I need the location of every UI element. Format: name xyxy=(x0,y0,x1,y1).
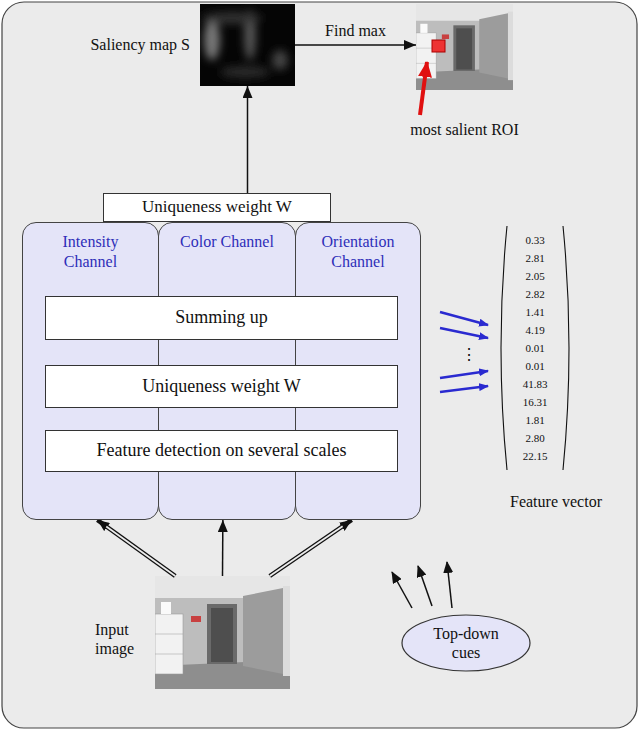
connector-arrow xyxy=(247,86,248,193)
input-image: Input image xyxy=(155,576,290,689)
channel-title: Orientation Channel xyxy=(309,232,407,272)
saliency-image xyxy=(200,4,295,86)
saliency-map: Saliency map S xyxy=(200,4,295,86)
node-label: Feature detection on several scales xyxy=(97,440,347,462)
edge-label: Find max xyxy=(323,21,388,40)
feature-arrows xyxy=(440,312,488,392)
connector-arrow xyxy=(222,520,223,576)
vector-value: 4.19 xyxy=(497,321,573,339)
vector-value: 2.81 xyxy=(497,249,573,267)
channel-title: Color Channel xyxy=(178,232,276,252)
vector-value: 0.33 xyxy=(497,231,573,249)
feature-vector: 0.332.812.052.821.414.190.010.0141.8316.… xyxy=(497,224,573,472)
vector-value: 16.31 xyxy=(497,393,573,411)
node-label: Uniqueness weight W xyxy=(142,376,301,398)
roi-image xyxy=(416,4,513,90)
image-label: Input image xyxy=(95,620,147,658)
process-box: Feature detection on several scales xyxy=(45,430,398,472)
ellipse-outline xyxy=(401,614,531,672)
weight-box: Uniqueness weight W xyxy=(103,193,331,222)
process-box: Uniqueness weight W xyxy=(45,365,398,408)
image-label: Saliency map S xyxy=(48,35,190,54)
vector-label: Feature vector xyxy=(500,492,612,511)
connector-arrow xyxy=(295,45,416,46)
roi-pointer xyxy=(420,62,427,115)
vector-value: 0.01 xyxy=(497,357,573,375)
vector-value: 2.80 xyxy=(497,429,573,447)
vector-value: 2.82 xyxy=(497,285,573,303)
connector-arrow xyxy=(97,520,175,576)
cue-ellipse: Top-down cues xyxy=(401,614,531,672)
vector-value: 22.15 xyxy=(497,447,573,465)
vector-column: 0.332.812.052.821.414.190.010.0141.8316.… xyxy=(497,231,573,465)
node-label: Uniqueness weight W xyxy=(142,197,292,217)
input-photo xyxy=(155,576,290,689)
cue-arrows xyxy=(392,562,452,608)
process-box: Summing up xyxy=(45,296,398,340)
vector-value: 41.83 xyxy=(497,375,573,393)
vector-value: 1.81 xyxy=(497,411,573,429)
vector-value: 1.41 xyxy=(497,303,573,321)
vector-value: 0.01 xyxy=(497,339,573,357)
salient-roi-image: most salient ROI xyxy=(416,4,513,90)
node-label: Summing up xyxy=(175,307,268,329)
connector-arrow xyxy=(270,520,352,576)
node-label: Top-down cues xyxy=(424,624,508,662)
ellipsis-mark: ⋮ xyxy=(456,346,482,364)
image-label: most salient ROI xyxy=(404,120,525,139)
channel-title: Intensity Channel xyxy=(42,232,140,272)
vector-value: 2.05 xyxy=(497,267,573,285)
